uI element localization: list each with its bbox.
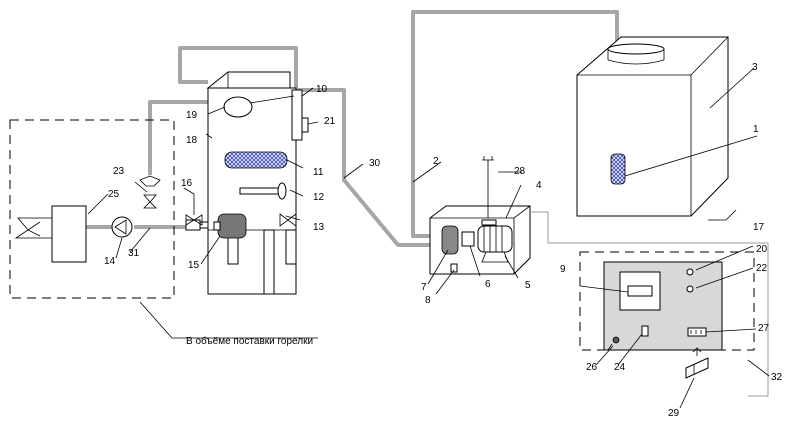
label-14: 14 [104,256,116,267]
label-15: 15 [188,260,200,271]
label-21: 21 [324,116,336,127]
label-18: 18 [186,135,198,146]
burner-components [14,175,161,263]
label-29: 29 [668,408,680,419]
label-11: 11 [313,167,324,178]
label-2: 2 [433,156,439,167]
label-19: 19 [186,110,198,121]
label-32: 32 [771,372,783,383]
label-3: 3 [752,62,758,73]
label-31: 31 [128,248,140,259]
label-24: 24 [614,362,626,373]
burner-scope-boundary [9,119,175,299]
label-22: 22 [756,263,768,274]
label-16: 16 [181,178,193,189]
burner-fan-25 [51,205,87,263]
label-6: 6 [485,279,491,290]
fuel-pipes [86,10,619,247]
label-8: 8 [425,295,431,306]
component-labels: 1 2 3 4 5 6 7 8 9 10 11 12 13 14 15 16 1… [104,62,783,419]
label-23: 23 [113,166,125,177]
label-20: 20 [756,244,768,255]
burner-feed-pipe [148,100,208,175]
label-28: 28 [514,166,526,177]
leader-lines [87,67,770,409]
label-27: 27 [758,323,770,334]
return-pipe-30 [296,88,432,247]
pump-14 [111,216,133,238]
label-9: 9 [560,264,566,275]
control-cabinet-boundary [579,251,755,351]
label-4: 4 [536,180,542,191]
label-5: 5 [525,280,531,291]
label-1: 1 [753,124,759,135]
pellet-storage-tank [576,36,729,217]
label-17: 17 [753,222,765,233]
label-26: 26 [586,362,598,373]
burner-scope-caption: В объёме поставки горелки [186,335,313,347]
label-25: 25 [108,189,120,200]
feeder-unit [429,156,769,397]
control-cabinet [603,261,723,379]
boiler [185,71,309,295]
label-10: 10 [316,84,328,95]
label-7: 7 [421,282,427,293]
label-12: 12 [313,192,325,203]
label-13: 13 [313,222,325,233]
label-30: 30 [369,158,381,169]
